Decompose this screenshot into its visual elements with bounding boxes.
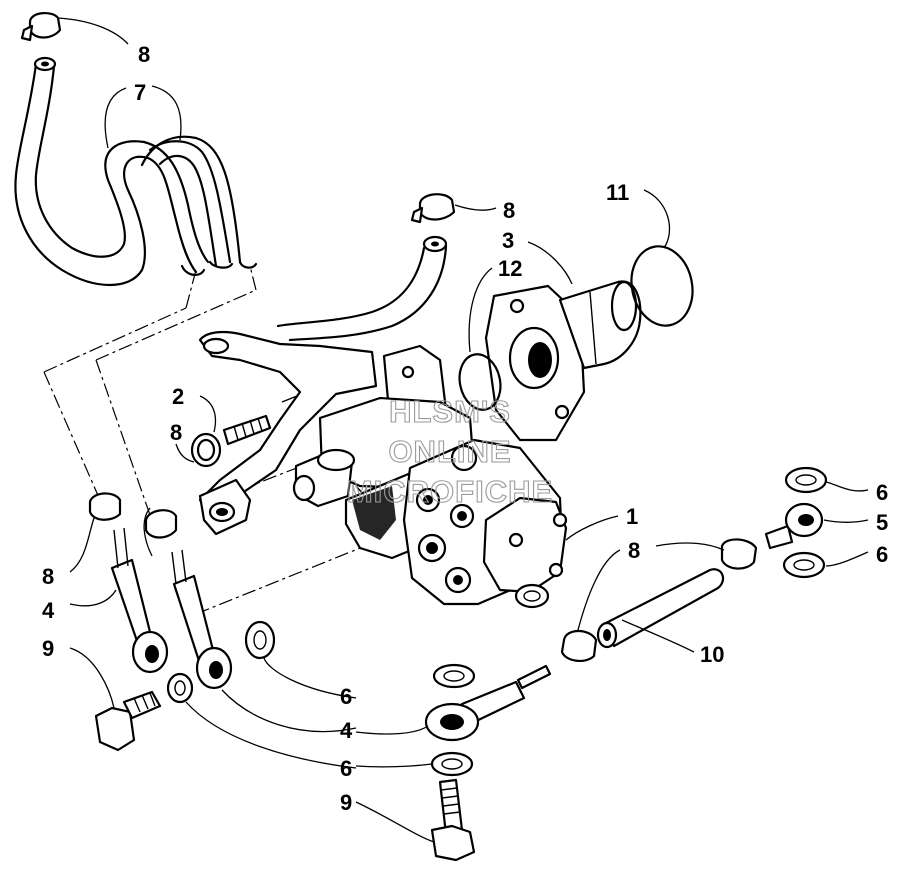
callout-6: 6 (876, 480, 888, 505)
callout-1: 1 (626, 504, 638, 529)
callout-6: 6 (876, 542, 888, 567)
callout-8: 8 (503, 198, 515, 223)
bolt-2 (190, 414, 272, 468)
watermark: HLSM'S ONLINE MICROFICHE (346, 393, 553, 509)
hose-assembly (14, 56, 448, 342)
callout-5: 5 (876, 510, 888, 535)
callout-6: 6 (340, 684, 352, 709)
callouts: 8 7 8 11 3 12 2 8 1 6 5 8 6 8 4 10 9 6 4… (42, 42, 888, 815)
callout-2: 2 (172, 384, 184, 409)
callout-6: 6 (340, 756, 352, 781)
callout-7: 7 (134, 80, 146, 105)
o-rings (458, 245, 694, 411)
callout-8: 8 (138, 42, 150, 67)
callout-8: 8 (628, 538, 640, 563)
mounting-bracket (198, 330, 448, 536)
callout-12: 12 (498, 256, 522, 281)
callout-10: 10 (700, 642, 724, 667)
callout-9: 9 (42, 636, 54, 661)
banjo-hose-4-bottom (424, 663, 552, 777)
banjo-bolts-9 (94, 690, 476, 862)
callout-8: 8 (42, 564, 54, 589)
oil-pump-body (292, 396, 568, 609)
watermark-line-1: HLSM'S (389, 394, 511, 429)
watermark-line-2: ONLINE (388, 434, 511, 469)
tube-10 (596, 568, 725, 649)
banjo-fitting-5 (764, 466, 828, 579)
callout-8: 8 (170, 420, 182, 445)
callout-4: 4 (340, 718, 353, 743)
callout-3: 3 (502, 228, 514, 253)
callout-4: 4 (42, 598, 55, 623)
callout-11: 11 (606, 180, 629, 205)
watermark-line-3: MICROFICHE (347, 474, 553, 509)
washer-6 (244, 620, 276, 660)
banjo-hoses-4 (110, 527, 233, 704)
leader-lines (57, 17, 869, 843)
callout-9: 9 (340, 790, 352, 815)
hose-clamps (20, 12, 758, 662)
drive-housing (484, 280, 642, 442)
